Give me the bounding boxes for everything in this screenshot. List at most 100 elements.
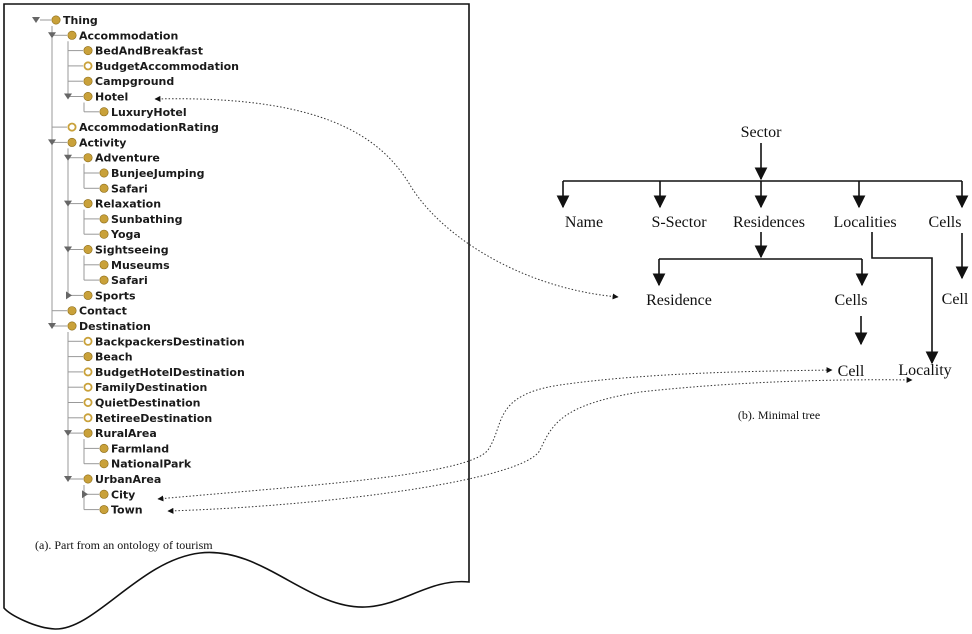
tree-node[interactable]: BedAndBreakfast: [83, 45, 203, 58]
tree-node[interactable]: BudgetHotelDestination: [83, 366, 245, 379]
class-icon: [99, 443, 109, 453]
tree-node-label: Safari: [111, 182, 148, 195]
class-icon: [99, 489, 109, 499]
class-icon: [99, 107, 109, 117]
mt-s-sector: S-Sector: [651, 214, 707, 231]
tree-node[interactable]: Safari: [99, 182, 148, 195]
expand-triangle-icon[interactable]: [64, 154, 72, 161]
tree-node[interactable]: Museums: [99, 259, 170, 272]
tree-node-label: Campground: [95, 75, 174, 88]
tree-node[interactable]: Sunbathing: [99, 213, 183, 226]
mapping-town-locality: [167, 376, 913, 514]
defined-class-icon: [83, 336, 93, 346]
tree-node[interactable]: Hotel: [64, 91, 128, 104]
edge-localities-to-locality: [871, 232, 939, 365]
expand-triangle-icon[interactable]: [64, 200, 72, 207]
tree-node[interactable]: BudgetAccommodation: [83, 60, 239, 73]
ontology-caption: (a). Part from an ontology of tourism: [35, 538, 213, 552]
tree-node-label: Town: [111, 504, 143, 517]
collapse-triangle-icon[interactable]: [82, 490, 88, 499]
tree-node[interactable]: RuralArea: [64, 427, 157, 440]
tree-node-label: Sightseeing: [95, 244, 169, 257]
mt-residence-cells: Cells: [835, 292, 868, 309]
class-icon: [83, 153, 93, 163]
tree-node[interactable]: Town: [99, 504, 143, 517]
mapping-arrows: [154, 95, 913, 514]
tree-node[interactable]: Campground: [83, 75, 174, 88]
tree-node-label: BedAndBreakfast: [95, 45, 203, 58]
mt-residence: Residence: [646, 292, 712, 309]
mt-localities: Localities: [833, 214, 896, 231]
tree-node[interactable]: Thing: [32, 14, 98, 27]
expand-triangle-icon[interactable]: [64, 430, 72, 437]
tree-node[interactable]: Farmland: [99, 442, 169, 455]
tree-node[interactable]: Sports: [66, 289, 136, 302]
tree-node[interactable]: Activity: [48, 136, 126, 149]
minimal-tree-caption: (b). Minimal tree: [738, 408, 820, 422]
tree-node[interactable]: LuxuryHotel: [99, 106, 187, 119]
tree-node[interactable]: NationalPark: [99, 458, 192, 471]
expand-triangle-icon[interactable]: [32, 17, 40, 23]
class-icon: [99, 229, 109, 239]
tree-node-label: RetireeDestination: [95, 412, 212, 425]
class-icon: [51, 15, 61, 25]
tree-node[interactable]: BunjeeJumping: [99, 167, 205, 180]
tree-node[interactable]: City: [82, 488, 135, 501]
tree-node-label: Yoga: [110, 228, 141, 241]
mt-root-sector: Sector: [741, 124, 783, 141]
expand-triangle-icon[interactable]: [48, 323, 56, 329]
class-icon: [83, 92, 93, 102]
tree-node-label: AccommodationRating: [79, 121, 219, 134]
tree-node-label: BunjeeJumping: [111, 167, 204, 180]
class-icon: [67, 321, 77, 331]
tree-node-label: Accommodation: [79, 29, 178, 42]
class-icon: [99, 459, 109, 469]
class-icon: [99, 260, 109, 270]
expand-triangle-icon[interactable]: [64, 246, 72, 253]
defined-class-icon: [83, 397, 93, 407]
tree-node-label: Hotel: [95, 91, 128, 104]
mt-cells: Cells: [929, 214, 962, 231]
tree-node[interactable]: Safari: [99, 274, 148, 287]
tree-node-label: Safari: [111, 274, 148, 287]
tree-node[interactable]: AccommodationRating: [67, 121, 219, 134]
class-icon: [99, 275, 109, 285]
expand-triangle-icon[interactable]: [48, 32, 56, 39]
class-icon: [83, 76, 93, 86]
tree-node-label: Sunbathing: [111, 213, 182, 226]
tree-node-label: LuxuryHotel: [111, 106, 187, 119]
class-icon: [83, 428, 93, 438]
tree-node-label: QuietDestination: [95, 397, 201, 410]
tree-node[interactable]: Sightseeing: [64, 244, 169, 257]
expand-triangle-icon[interactable]: [64, 476, 72, 482]
defined-class-icon: [83, 367, 93, 377]
tree-node[interactable]: RetireeDestination: [83, 412, 212, 425]
tree-node[interactable]: BackpackersDestination: [83, 335, 245, 348]
tree-node-label: Adventure: [95, 152, 160, 165]
tree-node-label: BackpackersDestination: [95, 335, 245, 348]
tree-node[interactable]: QuietDestination: [83, 397, 201, 410]
tree-node-label: Activity: [79, 136, 126, 149]
expand-triangle-icon[interactable]: [64, 93, 72, 100]
tree-node[interactable]: Relaxation: [64, 198, 161, 211]
tree-node[interactable]: Yoga: [99, 228, 141, 241]
tree-node[interactable]: Destination: [48, 320, 151, 333]
tree-node[interactable]: Contact: [67, 305, 127, 318]
class-icon: [83, 474, 93, 484]
tree-node-label: Farmland: [111, 442, 169, 455]
class-icon: [67, 137, 77, 147]
tree-node-label: NationalPark: [111, 458, 192, 471]
tree-node[interactable]: Accommodation: [48, 29, 178, 42]
expand-triangle-icon[interactable]: [48, 139, 56, 146]
class-icon: [99, 183, 109, 193]
class-icon: [67, 30, 77, 40]
tree-node-label: Museums: [111, 259, 170, 272]
tree-node[interactable]: Beach: [83, 351, 133, 364]
collapse-triangle-icon[interactable]: [66, 291, 72, 300]
tree-node[interactable]: FamilyDestination: [83, 381, 207, 394]
tree-node[interactable]: Adventure: [64, 152, 160, 165]
tree-node-label: Sports: [95, 289, 136, 302]
tree-node[interactable]: UrbanArea: [64, 473, 161, 486]
